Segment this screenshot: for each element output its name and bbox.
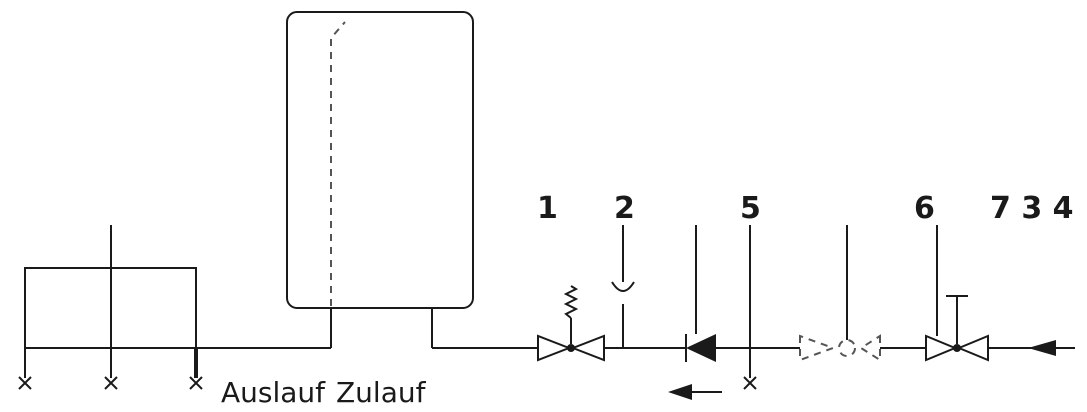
tap-icon	[18, 376, 32, 390]
check-valve-icon	[685, 225, 716, 362]
tank-inner-pipe	[330, 21, 346, 345]
inlet-pipe	[431, 308, 1075, 349]
label-5: 5	[740, 191, 761, 226]
shutoff-valve-icon	[925, 225, 989, 362]
pressure-reducer-icon	[799, 225, 881, 362]
storage-tank	[286, 11, 474, 309]
drain-valve-icon	[743, 225, 757, 390]
flow-arrow-icon	[668, 384, 722, 400]
tap-icon	[189, 376, 203, 390]
label-1: 1	[537, 191, 558, 226]
safety-valve-icon	[537, 285, 605, 362]
inlet-label: Zulauf	[336, 376, 427, 409]
inlet-arrow-icon	[1028, 340, 1056, 356]
outlet-label: Auslauf	[221, 376, 326, 409]
label-7-3-4: 7 3 4	[990, 191, 1074, 226]
outlet-distribution	[18, 225, 332, 390]
label-2: 2	[614, 191, 635, 226]
funnel-icon	[611, 225, 635, 348]
label-6: 6	[914, 191, 935, 226]
tap-icon	[104, 376, 118, 390]
